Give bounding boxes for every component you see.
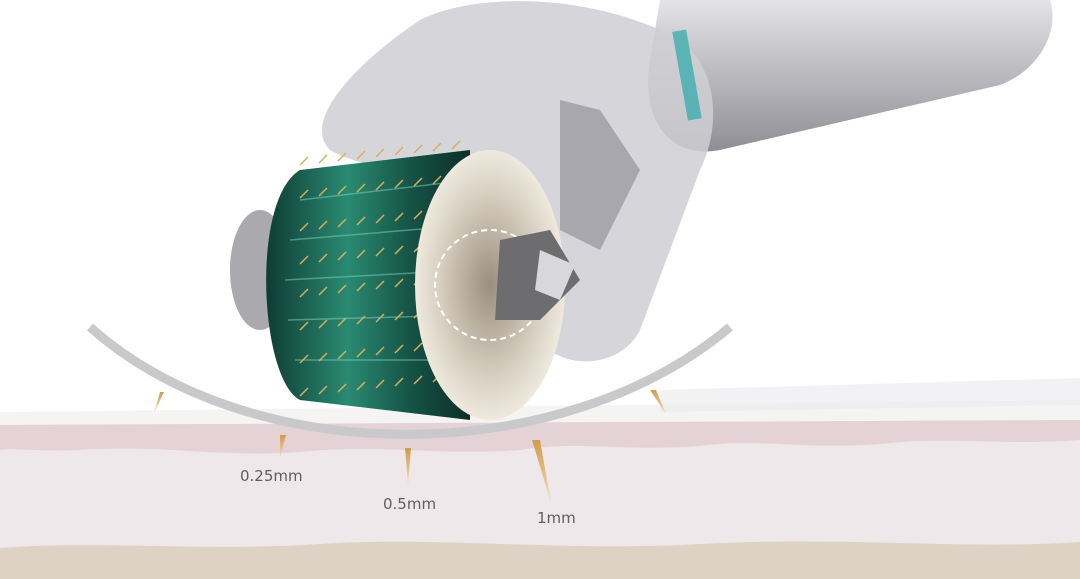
micro-needle <box>413 177 423 187</box>
micro-needle <box>299 321 309 331</box>
needle-icon <box>154 392 164 413</box>
skin-subcutaneous <box>0 541 1080 579</box>
micro-needle <box>318 286 328 296</box>
skin-epidermis <box>0 420 1080 454</box>
micro-needle <box>318 385 328 395</box>
micro-needle <box>299 156 309 166</box>
micro-needle <box>337 284 347 294</box>
micro-needle <box>337 185 347 195</box>
micro-needle <box>375 247 385 257</box>
micro-needle <box>356 315 366 325</box>
micro-needle <box>394 245 404 255</box>
micro-needle <box>356 150 366 160</box>
micro-needle <box>299 387 309 397</box>
micro-needle <box>413 144 423 154</box>
micro-needle <box>337 251 347 261</box>
micro-needle <box>337 218 347 228</box>
micro-needle <box>356 348 366 358</box>
micro-needle <box>318 352 328 362</box>
micro-needle <box>375 346 385 356</box>
micro-needle <box>413 210 423 220</box>
needle-0.25-icon <box>280 435 286 458</box>
micro-needle <box>451 140 461 150</box>
micro-needle <box>318 253 328 263</box>
micro-needle <box>318 187 328 197</box>
roller-end-disc <box>415 150 565 420</box>
micro-needle <box>394 311 404 321</box>
micro-needle <box>432 175 442 185</box>
micro-needle <box>356 381 366 391</box>
micro-needle <box>337 152 347 162</box>
micro-needle <box>299 288 309 298</box>
depth-needles <box>154 390 666 503</box>
pressure-arc <box>87 323 733 439</box>
micro-needle <box>299 222 309 232</box>
micro-needle <box>318 154 328 164</box>
micro-needle <box>375 280 385 290</box>
micro-needle <box>394 212 404 222</box>
depth-label-0.25mm: 0.25mm <box>240 467 303 485</box>
micro-needle <box>413 375 423 385</box>
micro-needle <box>375 148 385 158</box>
micro-needle <box>356 216 366 226</box>
needle-0.5-icon <box>405 448 411 485</box>
roller-drum <box>230 140 580 420</box>
micro-needle <box>318 220 328 230</box>
micro-needle <box>356 282 366 292</box>
micro-needle <box>394 179 404 189</box>
skin-layers <box>0 378 1080 579</box>
micro-needle <box>337 383 347 393</box>
micro-needle <box>318 319 328 329</box>
micro-needle <box>299 189 309 199</box>
micro-needle <box>432 142 442 152</box>
micro-needle <box>375 181 385 191</box>
micro-needle <box>337 350 347 360</box>
shadow <box>660 378 1080 412</box>
needle-icon <box>650 390 666 414</box>
micro-needle <box>375 214 385 224</box>
micro-needle <box>394 344 404 354</box>
depth-label-1mm: 1mm <box>537 509 576 527</box>
micro-needle <box>375 379 385 389</box>
micro-needle <box>356 249 366 259</box>
micro-needle <box>299 255 309 265</box>
depth-label-0.5mm: 0.5mm <box>383 495 436 513</box>
micro-needle <box>356 183 366 193</box>
micro-needle <box>299 354 309 364</box>
micro-needle <box>394 278 404 288</box>
micro-needle <box>394 377 404 387</box>
micro-needle <box>413 342 423 352</box>
needle-1-icon <box>532 440 551 503</box>
micro-needle <box>394 146 404 156</box>
micro-needle <box>375 313 385 323</box>
micro-needle <box>337 317 347 327</box>
